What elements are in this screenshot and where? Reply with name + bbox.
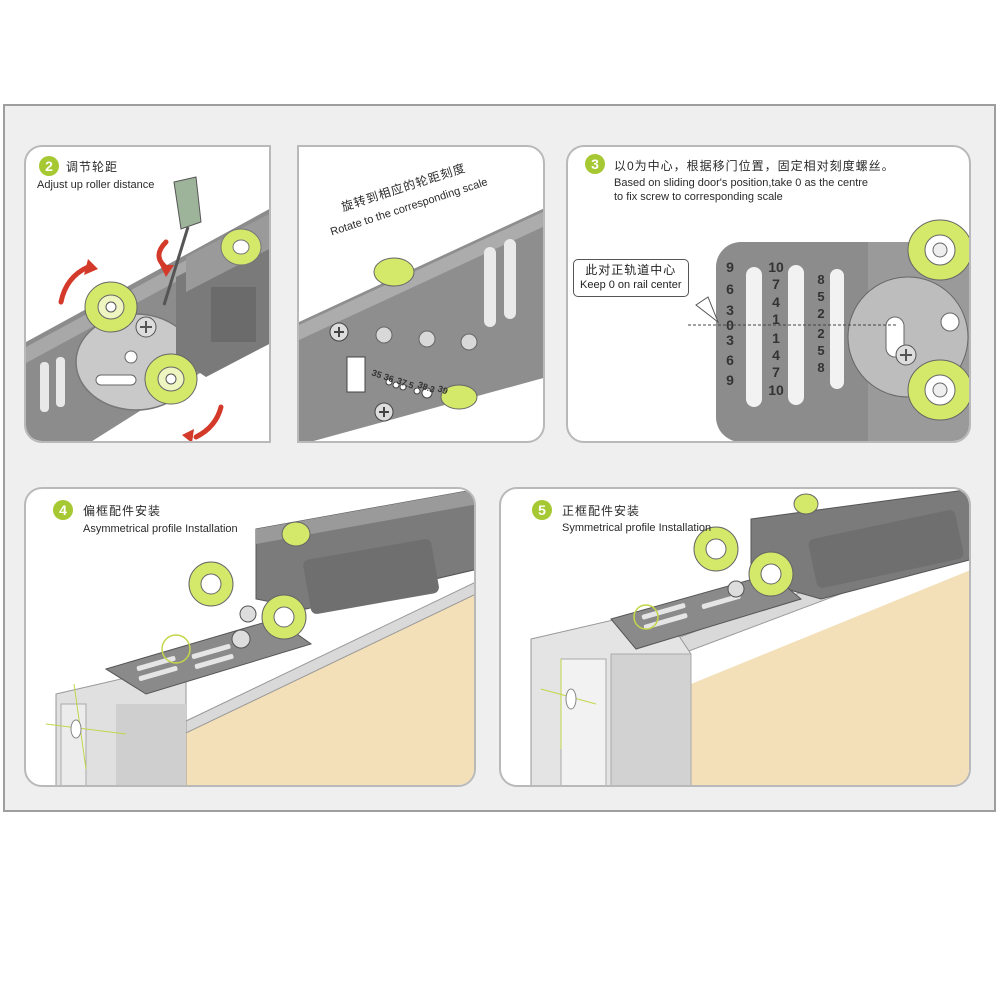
step-title-en-line2: to fix screw to corresponding scale: [614, 191, 783, 203]
scale-mid-number: 1: [772, 311, 780, 327]
step-number-badge: 5: [532, 500, 552, 520]
roller-adjust-illustration: [26, 176, 269, 441]
panel-step-2: 2 调节轮距 Adjust up roller distance: [24, 145, 271, 443]
step-title-zh: 偏框配件安装: [83, 504, 162, 518]
scale-mid-number: 1: [772, 330, 780, 346]
rail-center-callout: 此对正轨道中心 Keep 0 on rail center: [573, 259, 689, 297]
scale-left-number: 3: [726, 302, 734, 318]
step-title-en-line1: Based on sliding door's position,take 0 …: [614, 177, 869, 189]
step-title-zh: 正框配件安装: [562, 504, 641, 518]
scale-right-number: 8: [817, 272, 824, 287]
callout-en: Keep 0 on rail center: [580, 279, 682, 291]
instruction-sheet: 2 调节轮距 Adjust up roller distance: [3, 104, 996, 812]
scale-label: 35: [370, 367, 383, 380]
step-number-badge: 4: [53, 500, 73, 520]
scale-mid-number: 7: [772, 276, 780, 292]
step-title-en: Asymmetrical profile Installation: [83, 523, 238, 535]
scale-left-number: 6: [726, 352, 734, 368]
scale-mid-number: 10: [768, 382, 784, 398]
roller-bottom-right: [144, 353, 198, 405]
roller-top-left: [84, 281, 138, 333]
scale-left-number: 9: [726, 259, 734, 275]
scale-right-number: 2: [817, 306, 824, 321]
symmetrical-install-illustration: [530, 489, 969, 785]
scale-left-number: 3: [726, 332, 734, 348]
callout-zh: 此对正轨道中心: [585, 263, 677, 277]
step-title-en: Adjust up roller distance: [37, 179, 155, 191]
scale-mid-number: 4: [772, 347, 780, 363]
scale-right-number: 5: [817, 343, 824, 358]
scale-mid-number: 10: [768, 259, 784, 275]
step-title-zh: 以0为中心，根据移门位置，固定相对刻度螺丝。: [614, 159, 895, 173]
scale-right-number: 2: [817, 326, 824, 341]
scale-label: 39: [436, 383, 449, 396]
panel-step-2-scale: 35 36 37.5 38.3 39 旋转到相应的轮距刻度 Rotate to …: [297, 145, 545, 443]
scale-right-number: 8: [817, 360, 824, 375]
step-number-badge: 2: [39, 156, 59, 176]
panel-step-3: 9 6 3 0 3 6 9 10 7 4 1 1 4 7 10 8 5: [566, 145, 971, 443]
scale-left-number: 0: [726, 317, 734, 333]
panel-step-4: 4 偏框配件安装 Asymmetrical profile Installati…: [24, 487, 476, 787]
screwdriver-icon: [162, 176, 202, 306]
scale-mid-number: 4: [772, 294, 780, 310]
step-title-en: Symmetrical profile Installation: [562, 522, 712, 534]
step-number-badge: 3: [585, 154, 605, 174]
scale-rotation-illustration: 35 36 37.5 38.3 39: [299, 208, 543, 441]
scale-left-number: 6: [726, 281, 734, 297]
step-title-zh: 调节轮距: [66, 160, 119, 174]
center-scale-illustration: 9 6 3 0 3 6 9 10 7 4 1 1 4 7 10 8 5: [688, 219, 969, 441]
scale-left-number: 9: [726, 372, 734, 388]
scale-mid-number: 7: [772, 364, 780, 380]
panel-step-5: 5 正框配件安装 Symmetrical profile Installatio…: [499, 487, 971, 787]
scale-right-number: 5: [817, 289, 824, 304]
scale-label: 36: [382, 371, 395, 384]
asymmetrical-install-illustration: [45, 489, 474, 785]
